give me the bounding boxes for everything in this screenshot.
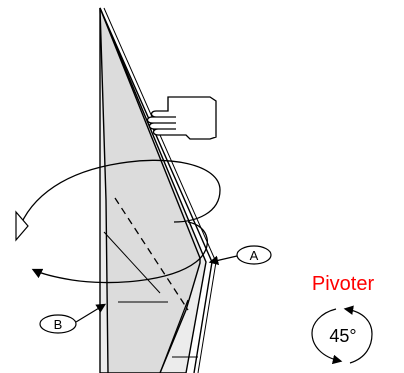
hand-icon: [146, 96, 217, 140]
rotation-angle-label: 45°: [329, 326, 356, 346]
hollow-arrow-tail: [15, 210, 29, 242]
fold-line: [114, 197, 189, 311]
action-label: Pivoter: [312, 273, 375, 295]
callout-a-label: A: [250, 248, 259, 263]
callout-b-label: B: [54, 317, 63, 332]
rotate-45-icon: 45°: [311, 305, 373, 365]
rotation-arrow: [15, 159, 221, 284]
callout-a: A: [208, 245, 272, 266]
callout-b: B: [39, 303, 107, 334]
